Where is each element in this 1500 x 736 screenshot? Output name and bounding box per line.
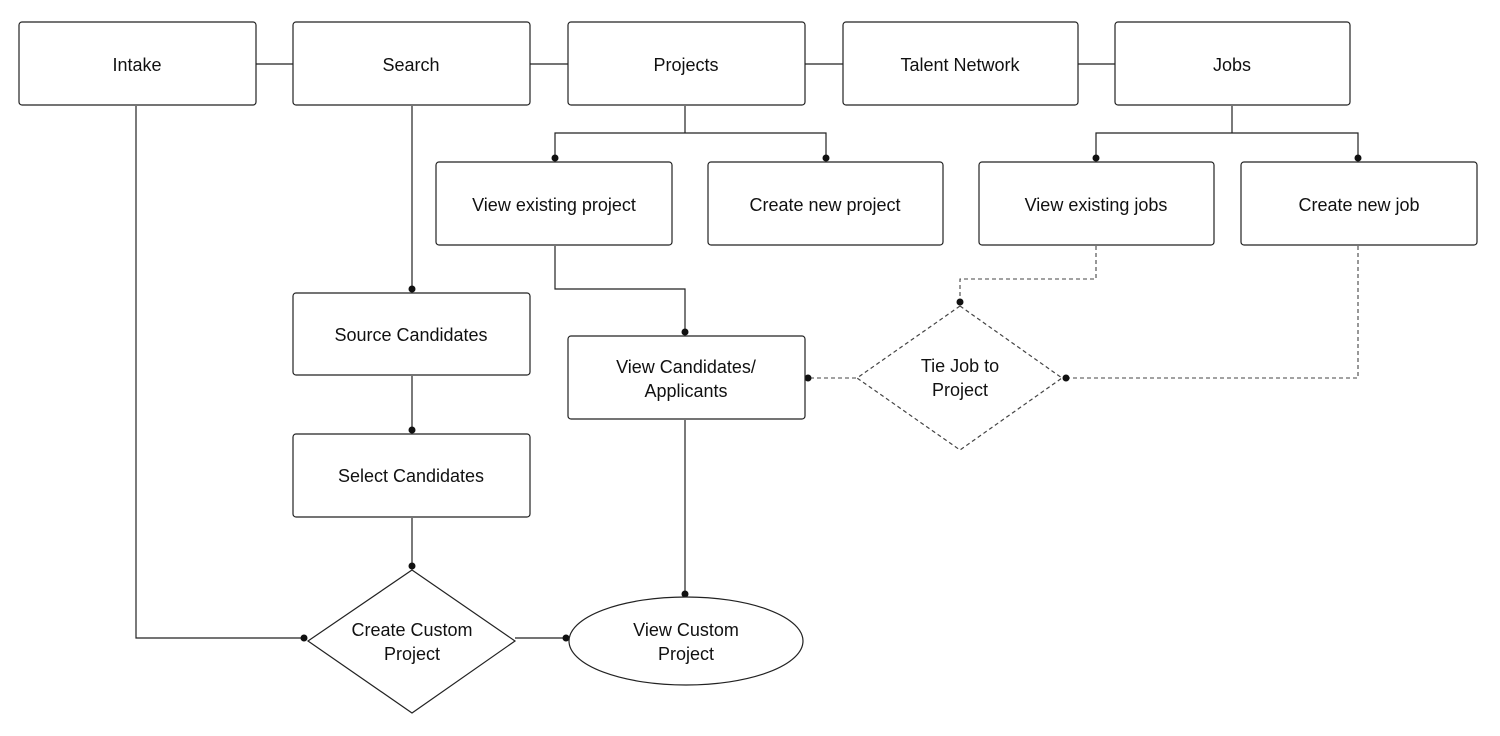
node-intake[interactable]: Intake (18, 21, 257, 106)
node-label: Projects (653, 55, 718, 75)
endpoint-dot (562, 634, 570, 642)
node-label: Source Candidates (334, 325, 487, 345)
connector-newjob-tie (1066, 246, 1359, 379)
connector-projects-view (554, 132, 685, 158)
endpoint-dot (822, 154, 830, 162)
endpoint-dot (300, 634, 308, 642)
endpoint-dot (408, 285, 416, 293)
endpoint-dot (681, 590, 689, 598)
node-search[interactable]: Search (292, 21, 531, 106)
endpoint-dot (956, 298, 964, 306)
node-talent-network[interactable]: Talent Network (842, 21, 1079, 106)
node-label: Applicants (644, 381, 727, 401)
node-create-custom-project[interactable]: Create Custom Project (306, 569, 517, 714)
connector-viewproject-candidates (554, 246, 686, 332)
node-label: Create new job (1298, 195, 1419, 215)
endpoint-dot (551, 154, 559, 162)
node-label: Talent Network (900, 55, 1020, 75)
node-tie-job-to-project[interactable]: Tie Job to Project (855, 305, 1064, 451)
node-label: Create Custom (351, 620, 472, 640)
node-source-candidates[interactable]: Source Candidates (292, 292, 531, 376)
node-create-new-job[interactable]: Create new job (1240, 161, 1478, 246)
connector-viewjobs-tie (959, 246, 1097, 302)
node-label: Tie Job to (921, 356, 999, 376)
node-label: View existing jobs (1025, 195, 1168, 215)
connector-intake-custom (135, 106, 304, 639)
node-label: Project (658, 644, 714, 664)
node-label: View existing project (472, 195, 636, 215)
node-view-custom-project[interactable]: View Custom Project (568, 596, 804, 686)
endpoint-dot (804, 374, 812, 382)
node-view-candidates-applicants[interactable]: View Candidates/ Applicants (567, 335, 806, 420)
node-jobs[interactable]: Jobs (1114, 21, 1351, 106)
connector-jobs-create (1232, 132, 1359, 158)
node-view-existing-jobs[interactable]: View existing jobs (978, 161, 1215, 246)
node-label: View Candidates/ (616, 357, 756, 377)
endpoint-dot (1092, 154, 1100, 162)
node-label: Search (382, 55, 439, 75)
connector-projects-create (685, 132, 827, 158)
node-label: Intake (112, 55, 161, 75)
node-projects[interactable]: Projects (567, 21, 806, 106)
node-label: Project (384, 644, 440, 664)
endpoint-dot (681, 328, 689, 336)
node-label: Create new project (749, 195, 900, 215)
endpoint-dot (1062, 374, 1070, 382)
node-label: Select Candidates (338, 466, 484, 486)
endpoint-dot (408, 562, 416, 570)
node-view-existing-project[interactable]: View existing project (435, 161, 673, 246)
endpoint-dot (408, 426, 416, 434)
node-label: Jobs (1213, 55, 1251, 75)
connector-jobs-view (1095, 132, 1232, 158)
node-label: View Custom (633, 620, 739, 640)
node-label: Project (932, 380, 988, 400)
node-select-candidates[interactable]: Select Candidates (292, 433, 531, 518)
node-create-new-project[interactable]: Create new project (707, 161, 944, 246)
endpoint-dot (1354, 154, 1362, 162)
